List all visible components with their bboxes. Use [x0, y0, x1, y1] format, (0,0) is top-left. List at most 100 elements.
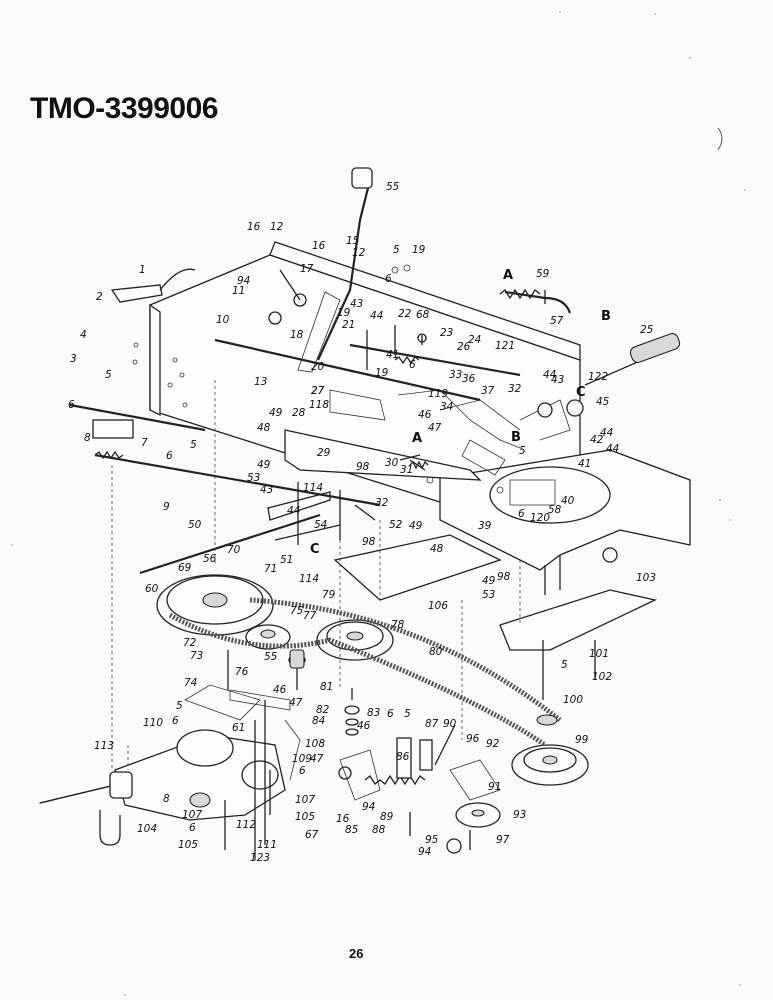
part-callout: 5 [105, 369, 112, 381]
part-callout: 49 [482, 575, 496, 587]
part-callout: 44 [287, 505, 300, 517]
part-callout: 55 [386, 181, 400, 193]
part-callout: 6 [68, 399, 75, 411]
part-callout: 111 [257, 839, 277, 851]
part-callout: 7 [141, 437, 148, 449]
part-callout: 73 [190, 650, 203, 662]
part-callout: 103 [636, 572, 656, 584]
part-callout: 43 [260, 484, 273, 496]
part-callout: 26 [457, 341, 471, 353]
part-callout: 45 [596, 396, 610, 408]
part-callout: 25 [640, 324, 654, 336]
part-callout: 33 [449, 369, 462, 381]
part-callout: 89 [380, 811, 394, 823]
part-callout: 5 [519, 445, 526, 457]
part-callout: 39 [478, 520, 492, 532]
part-callout: 18 [290, 329, 304, 341]
part-callout: 91 [488, 781, 501, 793]
part-callout: 107 [182, 809, 202, 821]
part-callout: 94 [237, 275, 250, 287]
part-callout: 46 [273, 684, 287, 696]
part-callout: 119 [428, 388, 448, 400]
part-callout: 41 [578, 458, 591, 470]
part-callout: 110 [143, 717, 163, 729]
part-callout: 6 [518, 508, 525, 520]
part-callout: 54 [314, 519, 327, 531]
reference-letter: B [601, 309, 611, 324]
part-callout: 112 [236, 819, 256, 831]
main-frame [92, 241, 691, 651]
part-callout: 20 [311, 361, 325, 373]
part-callout: 50 [188, 519, 202, 531]
part-callout: 79 [322, 589, 336, 601]
part-callout: 9 [163, 501, 170, 513]
part-callout: 3 [70, 353, 77, 365]
part-callout: 29 [317, 447, 331, 459]
part-callout: 44 [543, 369, 556, 381]
part-callout: 92 [486, 738, 500, 750]
part-callout: 48 [257, 422, 271, 434]
part-callout: 83 [367, 707, 380, 719]
part-callout: 21 [342, 319, 355, 331]
part-callout: 78 [391, 619, 405, 631]
part-callout: 13 [254, 376, 267, 388]
part-callout: 12 [270, 221, 284, 233]
part-callout: 49 [269, 407, 283, 419]
part-callout: 47 [310, 753, 324, 765]
part-callout: 47 [428, 422, 442, 434]
part-callout: 105 [178, 839, 198, 851]
part-callout: 46 [418, 409, 432, 421]
part-callout: 85 [345, 824, 359, 836]
part-callout: 102 [592, 671, 612, 683]
part-callout: 108 [305, 738, 325, 750]
part-callout: 16 [336, 813, 350, 825]
part-callout: 2 [96, 291, 103, 303]
part-callout: 98 [362, 536, 376, 548]
reference-letter: C [576, 385, 586, 400]
part-callout: 114 [299, 573, 319, 585]
part-callout: 40 [561, 495, 575, 507]
part-callout: 1 [139, 264, 146, 276]
part-callout: 98 [356, 461, 370, 473]
scan-specks [11, 11, 746, 996]
part-callout: 106 [428, 600, 448, 612]
part-callout: 5 [404, 708, 411, 720]
part-callout: 121 [495, 340, 515, 352]
part-callout: 32 [375, 497, 389, 509]
part-callout: 113 [94, 740, 114, 752]
part-callout: 46 [357, 720, 371, 732]
part-callout: 70 [227, 544, 241, 556]
part-callout: 59 [536, 268, 550, 280]
part-callout: 8 [163, 793, 170, 805]
part-callout: 93 [513, 809, 526, 821]
part-callout: 34 [440, 401, 453, 413]
part-callout: 122 [588, 371, 608, 383]
part-callout: 6 [166, 450, 173, 462]
part-callout: 61 [232, 722, 245, 734]
part-callout: 8 [84, 432, 91, 444]
part-callout: 69 [178, 562, 192, 574]
springs [94, 288, 541, 786]
part-callout: 55 [264, 651, 278, 663]
part-callout: 37 [481, 385, 495, 397]
part-callout: 36 [462, 373, 476, 385]
part-callout: 104 [137, 823, 157, 835]
part-callout: 32 [508, 383, 522, 395]
part-callout: 51 [280, 554, 293, 566]
part-callout: 49 [409, 520, 423, 532]
callout-labels: 1234556678910111212131516161718191919202… [68, 181, 656, 864]
part-callout: 28 [292, 407, 306, 419]
part-callout: 24 [468, 334, 481, 346]
part-callout: 72 [183, 637, 197, 649]
part-callout: 52 [389, 519, 403, 531]
part-callout: 109 [292, 753, 312, 765]
part-callout: 5 [176, 700, 183, 712]
part-callout: 44 [606, 443, 619, 455]
part-callout: 71 [264, 563, 277, 575]
reference-letter: A [503, 268, 513, 283]
transaxle [39, 649, 305, 860]
part-callout: 58 [548, 504, 562, 516]
part-callout: 98 [497, 571, 511, 583]
part-callout: 19 [337, 307, 351, 319]
part-callout: 80 [429, 646, 443, 658]
